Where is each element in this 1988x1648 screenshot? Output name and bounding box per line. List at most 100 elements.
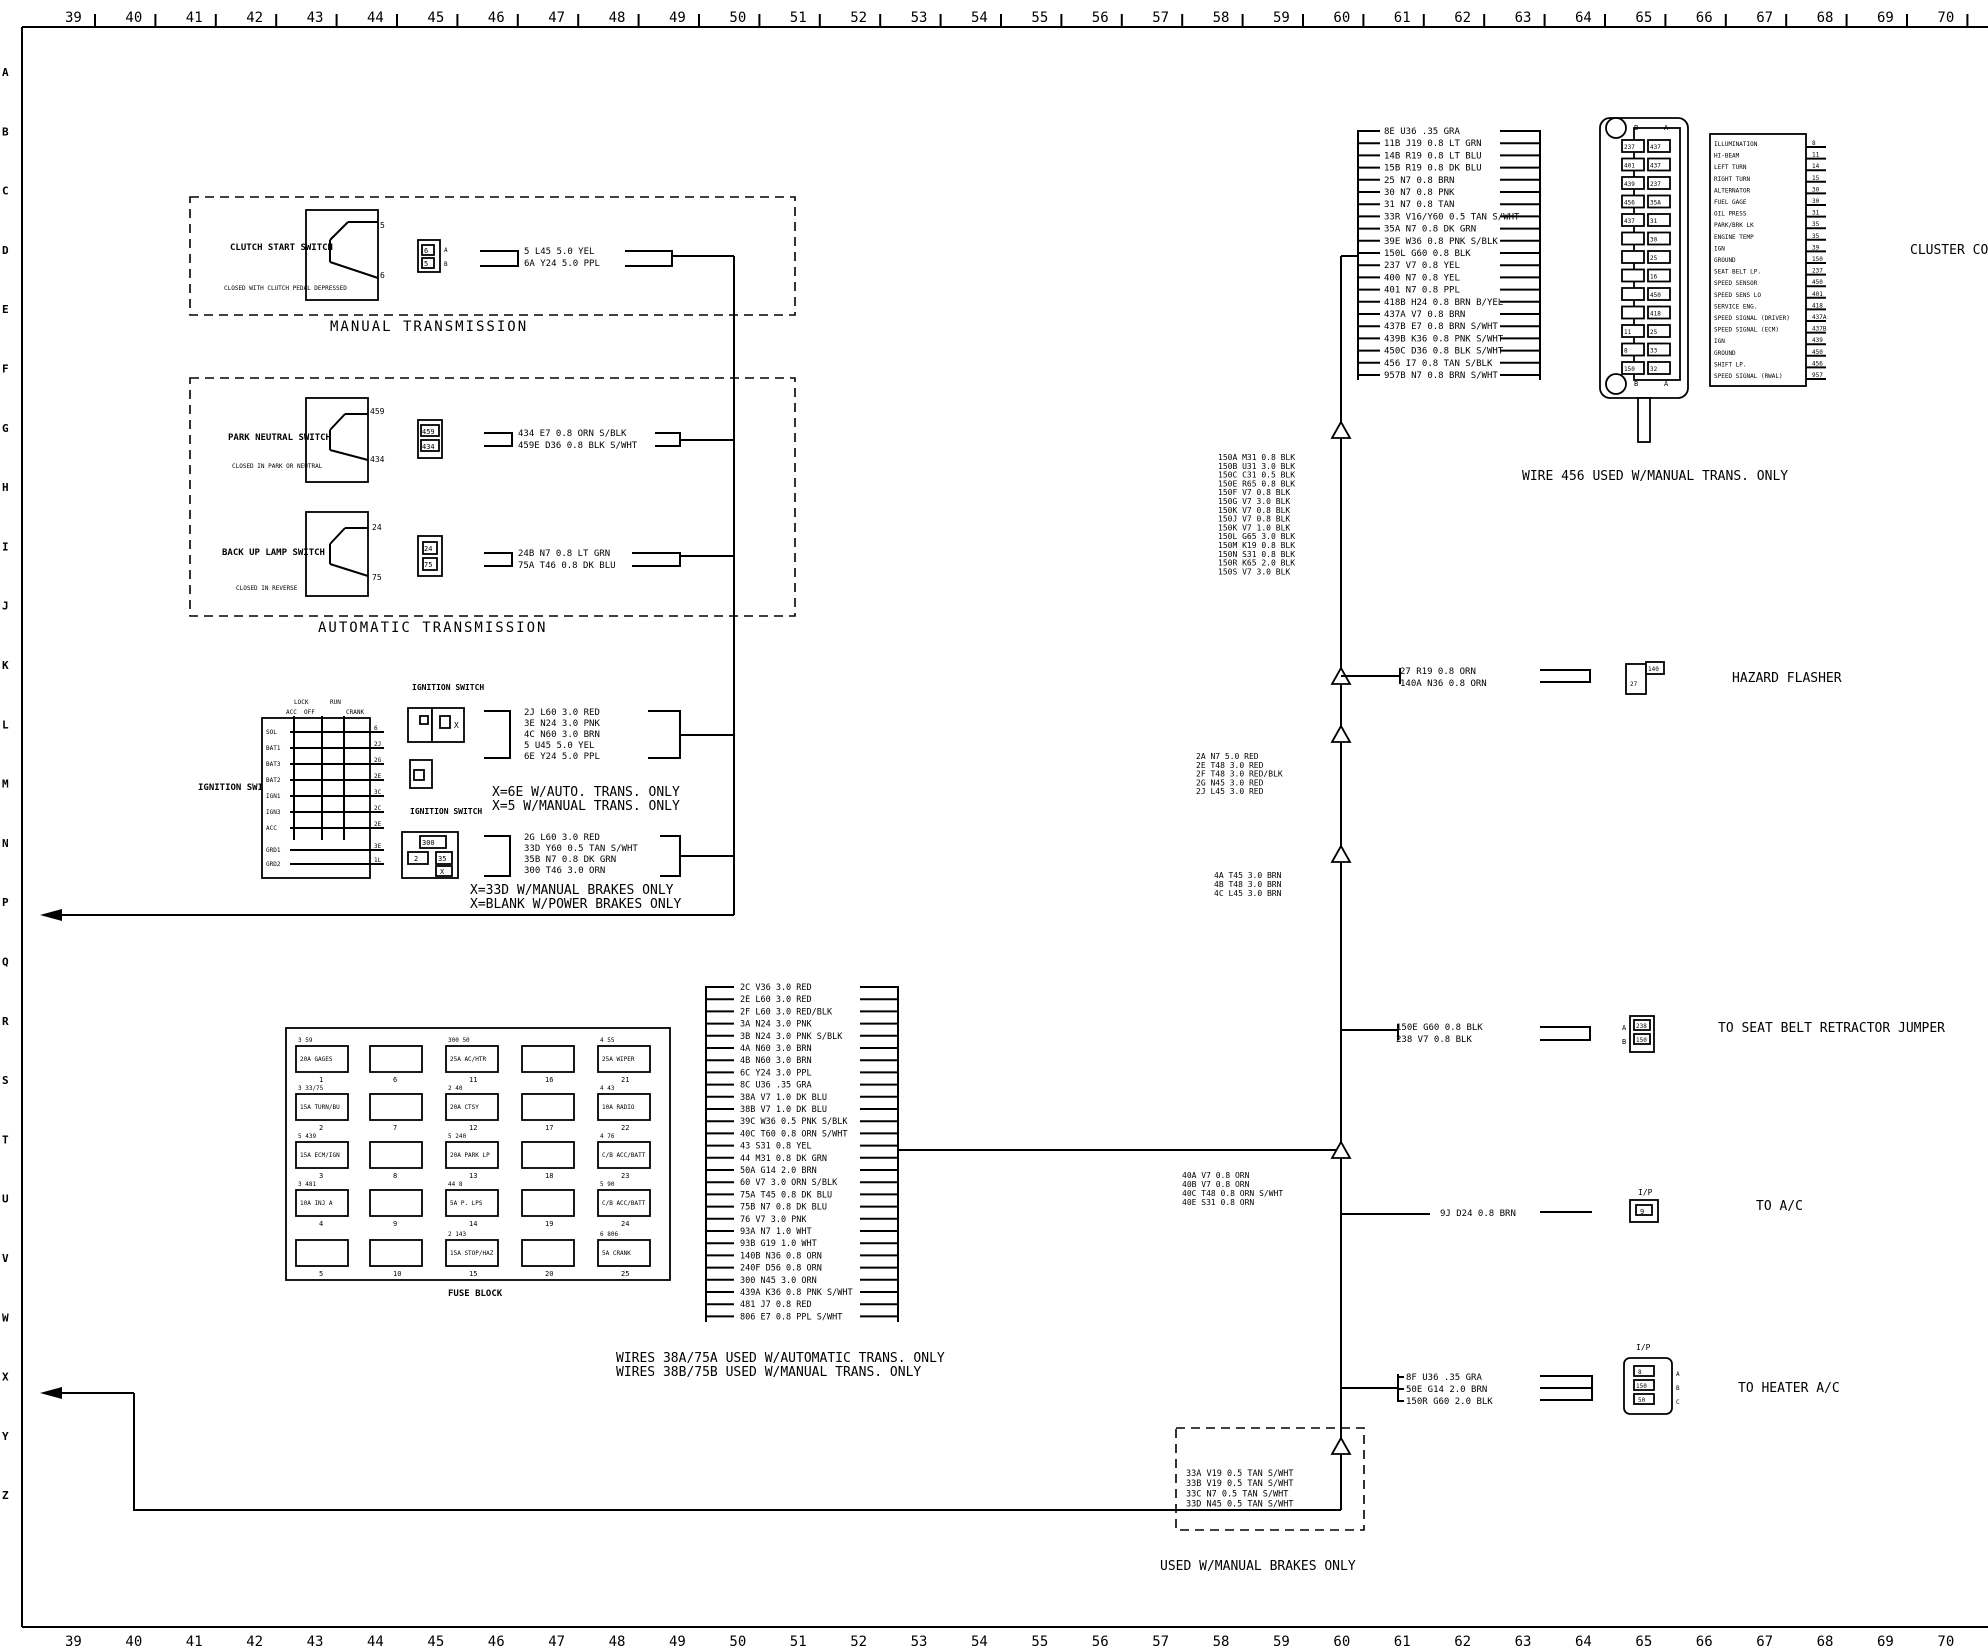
cluster-function: SPEED SENSOR — [1714, 280, 1758, 287]
column-label-bottom: 46 — [488, 1634, 505, 1648]
column-label-top: 64 — [1575, 10, 1592, 26]
row-label: T — [2, 1133, 9, 1146]
cluster-function: SPEED SIGNAL (RWAL) — [1714, 373, 1783, 380]
cluster-function: HI-BEAM — [1714, 153, 1740, 160]
park-conn-pin-b: 434 — [422, 443, 435, 451]
cluster-cell-label: 33 — [1650, 348, 1658, 355]
splice-tan-wire: 33A V19 0.5 TAN S/WHT — [1186, 1469, 1293, 1479]
ign-wires1-wire: 3E N24 3.0 PNK — [524, 719, 600, 729]
column-label-bottom: 52 — [850, 1634, 867, 1648]
column-label-bottom: 45 — [427, 1634, 444, 1648]
ac-label: TO A/C — [1756, 1199, 1803, 1214]
fuse-top-label: 3 59 — [298, 1037, 313, 1044]
cluster-cell-label: 437 — [1624, 218, 1635, 225]
backup-switch-title: BACK UP LAMP SWITCH — [222, 548, 325, 558]
column-label-bottom: 65 — [1635, 1634, 1652, 1648]
splice-ground-wire: 150M K19 0.8 BLK — [1218, 541, 1295, 550]
column-label-bottom: 53 — [911, 1634, 928, 1648]
clutch-switch-title: CLUTCH START SWITCH — [230, 243, 333, 253]
cluster-function: FUEL GAGE — [1714, 199, 1747, 206]
cluster-function: SHIFT LP. — [1714, 361, 1747, 368]
clutch-pin-5: 5 — [380, 221, 385, 230]
cluster-function: SPEED SIGNAL (ECM) — [1714, 327, 1779, 334]
fuse-rating: 15A ECM/IGN — [300, 1152, 340, 1159]
seatbelt-pin-a: A — [1622, 1024, 1627, 1032]
ignition-header-cell: ACC — [286, 709, 297, 716]
fuse-number: 20 — [545, 1270, 553, 1278]
center-wires-wire: 2F L60 3.0 RED/BLK — [740, 1007, 833, 1017]
ign-wires1-wire: 5 U45 5.0 YEL — [524, 741, 594, 751]
column-label-top: 62 — [1454, 10, 1471, 26]
fuse-cell — [597, 1093, 651, 1121]
row-label: E — [2, 303, 9, 316]
fuse-rating: 10A RADIO — [602, 1104, 635, 1111]
column-label-bottom: 57 — [1152, 1634, 1169, 1648]
splice-orn-wire: 40B V7 0.8 ORN — [1182, 1180, 1250, 1189]
row-label: P — [2, 896, 9, 909]
center-wires-wire: 4A N60 3.0 BRN — [740, 1044, 812, 1054]
cluster-cell — [1647, 324, 1671, 338]
cluster-cell-label: 418 — [1650, 311, 1661, 318]
cluster-cell — [1647, 176, 1671, 190]
park-pin-459: 459 — [370, 407, 385, 416]
fuse-cell — [597, 1141, 651, 1169]
center-note-line2: WIRES 38B/75B USED W/MANUAL TRANS. ONLY — [616, 1365, 921, 1380]
column-label-top: 60 — [1333, 10, 1350, 26]
cluster-wires-wire: 439B K36 0.8 PNK S/WHT — [1384, 334, 1504, 344]
cluster-function: GROUND — [1714, 257, 1736, 264]
fuse-rating: 20A CTSY — [450, 1104, 479, 1111]
fuse-rating: 5A CRANK — [602, 1250, 631, 1257]
backup-conn-pin-a: 24 — [424, 545, 432, 553]
fuse-top-label: 6 806 — [600, 1231, 618, 1238]
center-wires-wire: 8C U36 .35 GRA — [740, 1081, 812, 1091]
clutch-wire-2: 6A Y24 5.0 PPL — [524, 259, 600, 269]
cluster-cell — [1621, 231, 1645, 246]
column-label-top: 43 — [307, 10, 324, 26]
fuse-cell — [369, 1239, 423, 1267]
fuse-number: 13 — [469, 1172, 477, 1180]
splice-red-wire: 2A N7 5.0 RED — [1196, 752, 1259, 761]
cluster-letter-4: A — [1664, 380, 1669, 388]
cluster-function-pin: 437A — [1812, 314, 1827, 321]
cluster-function-pin: 31 — [1812, 210, 1820, 217]
row-label: F — [2, 363, 9, 376]
ignition-row-label: SOL — [266, 729, 277, 736]
column-label-top: 59 — [1273, 10, 1290, 26]
backup-switch-note: CLOSED IN REVERSE — [236, 585, 298, 592]
fuse-rating: 5A P. LPS — [450, 1200, 483, 1207]
cluster-function-pin: 401 — [1812, 291, 1823, 298]
fuse-top-label: 3 33/75 — [298, 1085, 324, 1092]
ignition-switch-2-label: IGNITION SWITCH — [410, 807, 482, 816]
cluster-cell-label: 11 — [1624, 329, 1632, 336]
ac-section: 9J D24 0.8 BRN I/P 9 TO A/C — [1341, 1188, 1803, 1223]
column-label-bottom: 64 — [1575, 1634, 1592, 1648]
backup-conn-pin-b: 75 — [424, 561, 432, 569]
column-label-top: 69 — [1877, 10, 1894, 26]
heater-wires-wire: 50E G14 2.0 BRN — [1406, 1385, 1487, 1395]
column-label-top: 57 — [1152, 10, 1169, 26]
column-label-top: 47 — [548, 10, 565, 26]
splice-ground-wire: 150A M31 0.8 BLK — [1218, 453, 1295, 462]
row-label: Y — [2, 1430, 9, 1443]
column-label-bottom: 41 — [186, 1634, 203, 1648]
park-wire-2: 459E D36 0.8 BLK S/WHT — [518, 441, 638, 451]
cluster-function: PARK/BRK LK — [1714, 222, 1754, 229]
heater-wires-wire: 150R G60 2.0 BLK — [1406, 1397, 1493, 1407]
ignition-pin: 6 — [374, 725, 378, 732]
row-label: K — [2, 659, 9, 672]
row-label: C — [2, 185, 9, 198]
cluster-cell-label: 439 — [1624, 181, 1635, 188]
row-label: L — [2, 718, 9, 731]
fuse-rating: 20A GAGES — [300, 1056, 333, 1063]
cluster-function: IGN — [1714, 338, 1725, 345]
fuse-number: 16 — [545, 1076, 553, 1084]
column-label-bottom: 49 — [669, 1634, 686, 1648]
cluster-wires-wire: 437B E7 0.8 BRN S/WHT — [1384, 322, 1498, 332]
cluster-function-pin: 15 — [1812, 175, 1820, 182]
cluster-function-pin: 450 — [1812, 349, 1823, 356]
heater-side-c: C — [1676, 1399, 1680, 1406]
center-wires-wire: 6C Y24 3.0 PPL — [740, 1068, 812, 1078]
clutch-conn-pin-b: 5 — [424, 260, 428, 268]
